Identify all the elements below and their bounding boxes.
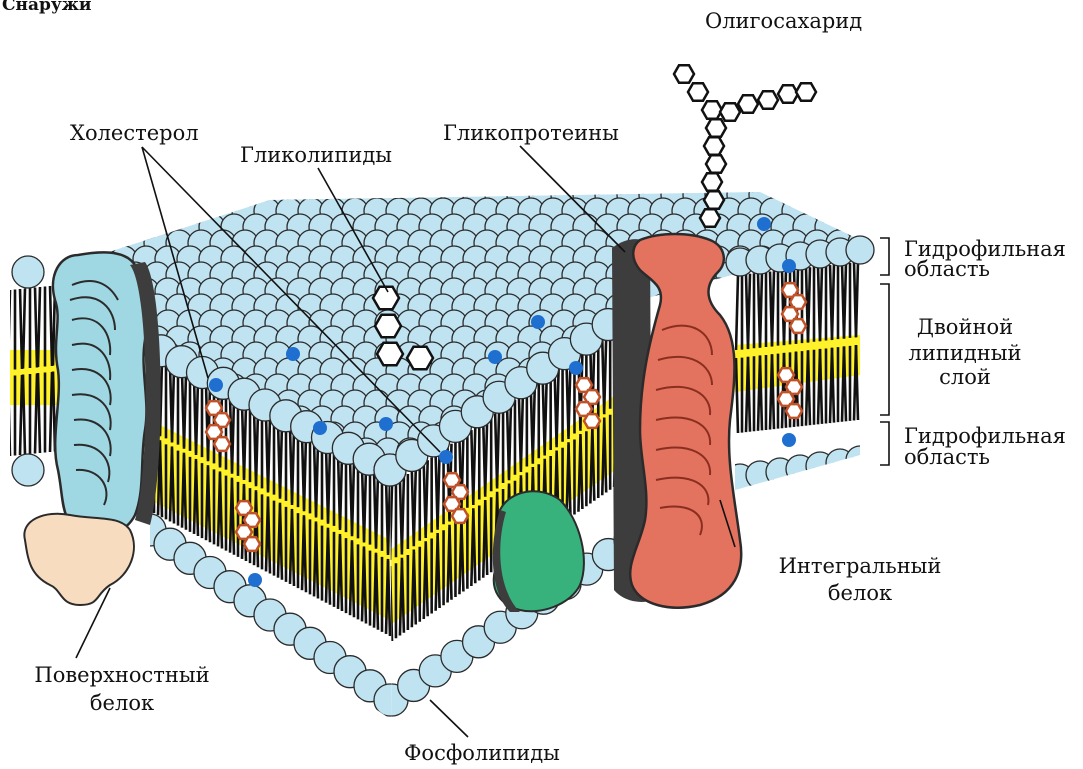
sugar-ring [720,103,740,120]
phospholipid-head [870,198,896,224]
phospholipid-head [199,182,225,208]
phospholipid-head [881,182,907,208]
phospholipid-head [881,310,907,336]
sugar-ring [702,173,722,190]
phospholipid-head [881,374,907,400]
phospholipid-head [859,438,885,464]
phospholipid-head [859,278,885,304]
phospholipid-head [859,374,885,400]
sugar-ring [375,315,401,338]
phospholipid-head [815,182,841,208]
phospholipid-head [166,198,192,224]
phospholipid-head [892,198,918,224]
left-integral-protein [53,252,161,535]
sugar-ring [704,137,724,154]
phospholipid-head [925,278,951,304]
phospholipid-head [859,342,885,368]
phospholipid-head [914,198,940,224]
integral-protein-label-line1: Интегральный [760,555,960,577]
sugar-ring [702,101,722,118]
phospholipid-head [881,278,907,304]
phospholipid-head [870,294,896,320]
phospholipids-label: Фосфолипиды [404,742,560,764]
phospholipid-head [925,182,951,208]
right-cross-section [726,240,874,500]
sugar-ring [700,209,720,226]
phospholipid-head [859,310,885,336]
phospholipid-head [870,358,896,384]
peripheral-surface-protein [24,514,134,605]
cholesterol-ring [452,509,468,523]
phospholipid-head [903,182,929,208]
lipid-tail [8,376,10,456]
phospholipid-head [870,326,896,352]
phospholipid-head [89,214,115,240]
phospholipid-head [221,182,247,208]
cholesterol-ring [214,437,230,451]
phospholipid-head [89,182,115,208]
sugar-ring [706,119,726,136]
cholesterol-label: Холестерол [70,122,199,144]
cholesterol-ring [790,319,806,333]
phospholipid-head [892,390,918,416]
phospholipid-head [870,454,896,480]
phospholipid-head [100,198,126,224]
phospholipid-head [870,422,896,448]
phospholipid-head [12,454,44,486]
phospholipid-head [12,256,44,288]
sugar-ring [377,343,403,366]
cholesterol-ring [584,414,600,428]
outside-label: Снаружи [2,0,92,16]
phospholipid-head [67,182,93,208]
surface-protein-label-line1: Поверхностный [12,664,232,686]
surface-protein-label-line2: белок [12,692,232,714]
phospholipid-head [848,198,874,224]
oligosaccharide-label: Олигосахарид [705,10,862,32]
phospholipid-head [78,198,104,224]
sugar-ring [796,83,816,100]
right-integral-glycoprotein [612,234,741,608]
bilayer-label-line1: Двойной [905,316,1025,338]
lipid-tail [8,290,10,370]
cholesterol-ring [244,537,260,551]
phospholipid-head [859,182,885,208]
phospholipid-head [826,198,852,224]
sugar-ring [373,287,399,310]
sugar-ring [407,347,433,370]
phospholipid-head [111,214,137,240]
phospholipid-head [846,236,874,264]
cholesterol-ring [786,404,802,418]
phospholipid-head [859,406,885,432]
sugar-ring [738,95,758,112]
sugar-ring [778,85,798,102]
hydrophilic-bottom-label-line2: область [904,446,990,468]
phospholipid-head [870,390,896,416]
glycoproteins-label: Гликопротеины [443,122,619,144]
glycolipids-label: Гликолипиды [240,144,392,166]
phospholipid-head [846,446,874,474]
integral-protein-label-line2: белок [760,582,960,604]
phospholipid-head [936,390,962,416]
hydrophilic-bottom-label-line1: Гидрофильная [904,425,1066,447]
phospholipid-head [67,214,93,240]
sugar-ring [704,191,724,208]
bilayer-label-line2: липидный [905,342,1025,364]
phospholipid-head [111,182,137,208]
phospholipid-head [914,390,940,416]
sugar-ring [674,65,694,82]
phospholipid-head [903,278,929,304]
phospholipid-head [793,182,819,208]
sugar-ring [688,83,708,100]
phospholipid-head [122,198,148,224]
phospholipid-head [848,454,874,480]
phospholipid-head [133,214,159,240]
sugar-ring [706,155,726,172]
phospholipid-head [837,182,863,208]
hydrophilic-top-label-line2: область [904,258,990,280]
sugar-ring [758,91,778,108]
phospholipid-head [881,342,907,368]
phospholipid-head [936,198,962,224]
bilayer-label-line3: слой [905,366,1025,388]
